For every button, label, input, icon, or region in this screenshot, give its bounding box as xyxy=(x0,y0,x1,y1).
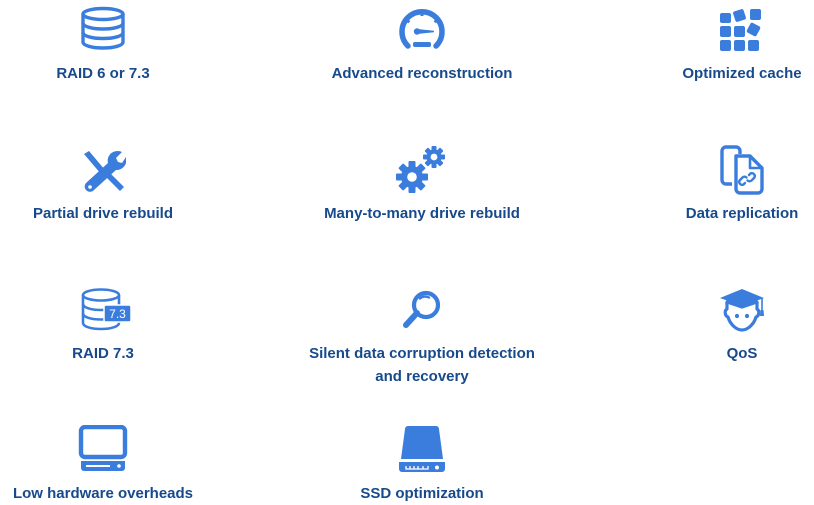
ssd-drive-icon xyxy=(397,425,447,473)
feature-many-to-many-drive-rebuild: Many-to-many drive rebuild xyxy=(282,140,562,230)
database-icon xyxy=(79,6,127,50)
feature-qos: QoS xyxy=(602,280,814,370)
feature-advanced-reconstruction: Advanced reconstruction xyxy=(282,0,562,90)
wrench-screwdriver-icon xyxy=(80,148,126,194)
gears-icon xyxy=(396,144,448,194)
feature-label: Optimized cache xyxy=(682,65,802,82)
feature-optimized-cache: Optimized cache xyxy=(602,0,814,90)
feature-raid-6-or-7-3: RAID 6 or 7.3 xyxy=(0,0,243,90)
feature-label: SSD optimization xyxy=(360,485,484,502)
computer-monitor-icon xyxy=(78,425,128,473)
speedometer-icon xyxy=(396,8,448,50)
graduate-face-icon xyxy=(718,286,768,334)
feature-label: Partial drive rebuild xyxy=(32,205,174,222)
database-raid-icon: 7.3 xyxy=(80,287,132,331)
feature-label: Low hardware overheads xyxy=(12,485,194,502)
magnifier-icon xyxy=(400,289,444,331)
feature-label: Data replication xyxy=(685,205,799,222)
feature-low-hardware-overheads: Low hardware overheads xyxy=(0,420,243,505)
feature-silent-data-corruption: Silent data corruption detection and rec… xyxy=(282,280,562,390)
feature-label: RAID 7.3 xyxy=(72,345,134,362)
feature-label: RAID 6 or 7.3 xyxy=(56,65,150,82)
feature-label: Silent data corruption detection xyxy=(309,345,535,362)
blocks-grid-icon xyxy=(719,8,765,52)
feature-label: Many-to-many drive rebuild xyxy=(324,205,520,222)
feature-label: QoS xyxy=(726,345,758,362)
feature-partial-drive-rebuild: Partial drive rebuild xyxy=(0,140,243,230)
linked-documents-icon xyxy=(718,145,766,195)
feature-label-line2: and recovery xyxy=(375,368,469,385)
feature-data-replication: Data replication xyxy=(602,140,814,230)
raid-badge-text: 7.3 xyxy=(109,307,126,321)
feature-raid-7-3: 7.3 RAID 7.3 xyxy=(0,280,243,370)
feature-label: Advanced reconstruction xyxy=(331,65,513,82)
feature-ssd-optimization: SSD optimization xyxy=(282,420,562,505)
